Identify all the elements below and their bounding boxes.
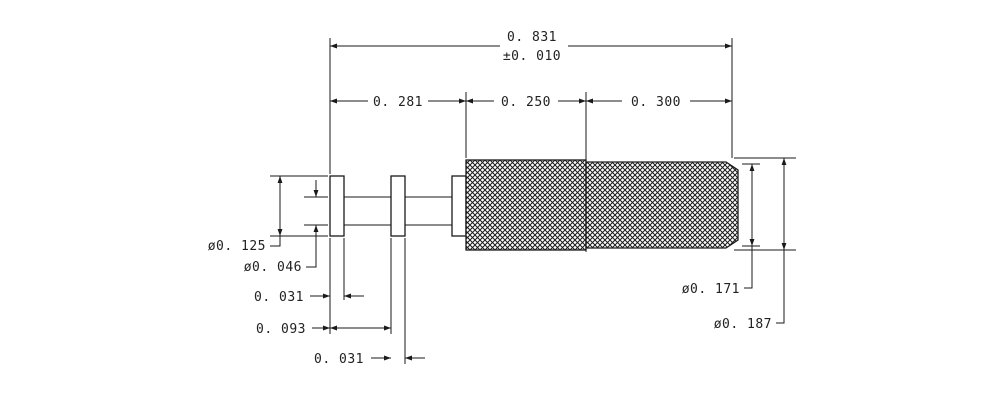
left-diameter-dimensions: ø0. 125 ø0. 046 [208,175,328,275]
knurled-section [465,159,587,251]
seg1-label: 0. 281 [373,95,423,110]
flange-left [329,175,345,237]
leader-dia-flange [270,236,281,247]
flange-spacing-label: 0. 093 [256,322,306,337]
top-dimensions: 0. 831 ±0. 010 0. 281 0. 250 0. 300 [329,30,733,174]
flange-width-2-label: 0. 031 [314,352,364,367]
flange-width-1-label: 0. 031 [254,290,304,305]
seg2-label: 0. 250 [501,95,551,110]
overall-length-label: 0. 831 [507,30,557,45]
part-outline [329,158,739,252]
shaft-segment [344,196,391,226]
flange-width-dimensions: 0. 031 0. 093 0. 031 [254,238,425,367]
dia-body-tip-label: ø0. 171 [682,282,740,297]
seg3-label: 0. 300 [631,95,681,110]
leader-dia-shaft [306,242,317,268]
dia-flange-label: ø0. 125 [208,239,266,254]
dia-body-label: ø0. 187 [714,317,772,332]
collar [451,175,467,237]
overall-tolerance-label: ±0. 010 [503,49,561,64]
dia-shaft-label: ø0. 046 [244,260,302,275]
knurled-tip [585,161,739,249]
leader-dia-body [776,250,785,324]
right-diameter-dimensions: ø0. 171 ø0. 187 [682,157,796,332]
flange-middle [390,175,406,237]
shaft-segment [405,196,452,226]
leader-dia-body-tip [744,246,753,289]
